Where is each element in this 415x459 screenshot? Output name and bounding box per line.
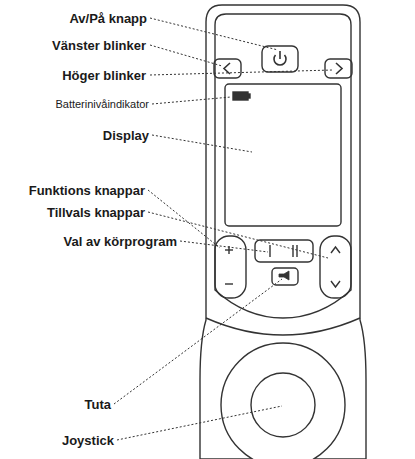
part-label: Joystick [62, 433, 114, 448]
part-label: Tillvals knappar [47, 205, 145, 220]
part-label: Vänster blinker [52, 38, 146, 53]
part-label: Batterinivåindikator [55, 97, 149, 112]
part-label: Val av körprogram [64, 234, 177, 249]
part-label: Funktions knappar [29, 183, 145, 198]
part-label: Höger blinker [62, 68, 146, 83]
part-label: Av/På knapp [69, 11, 147, 26]
part-label: Display [103, 128, 149, 143]
part-label: Tuta [85, 397, 111, 412]
